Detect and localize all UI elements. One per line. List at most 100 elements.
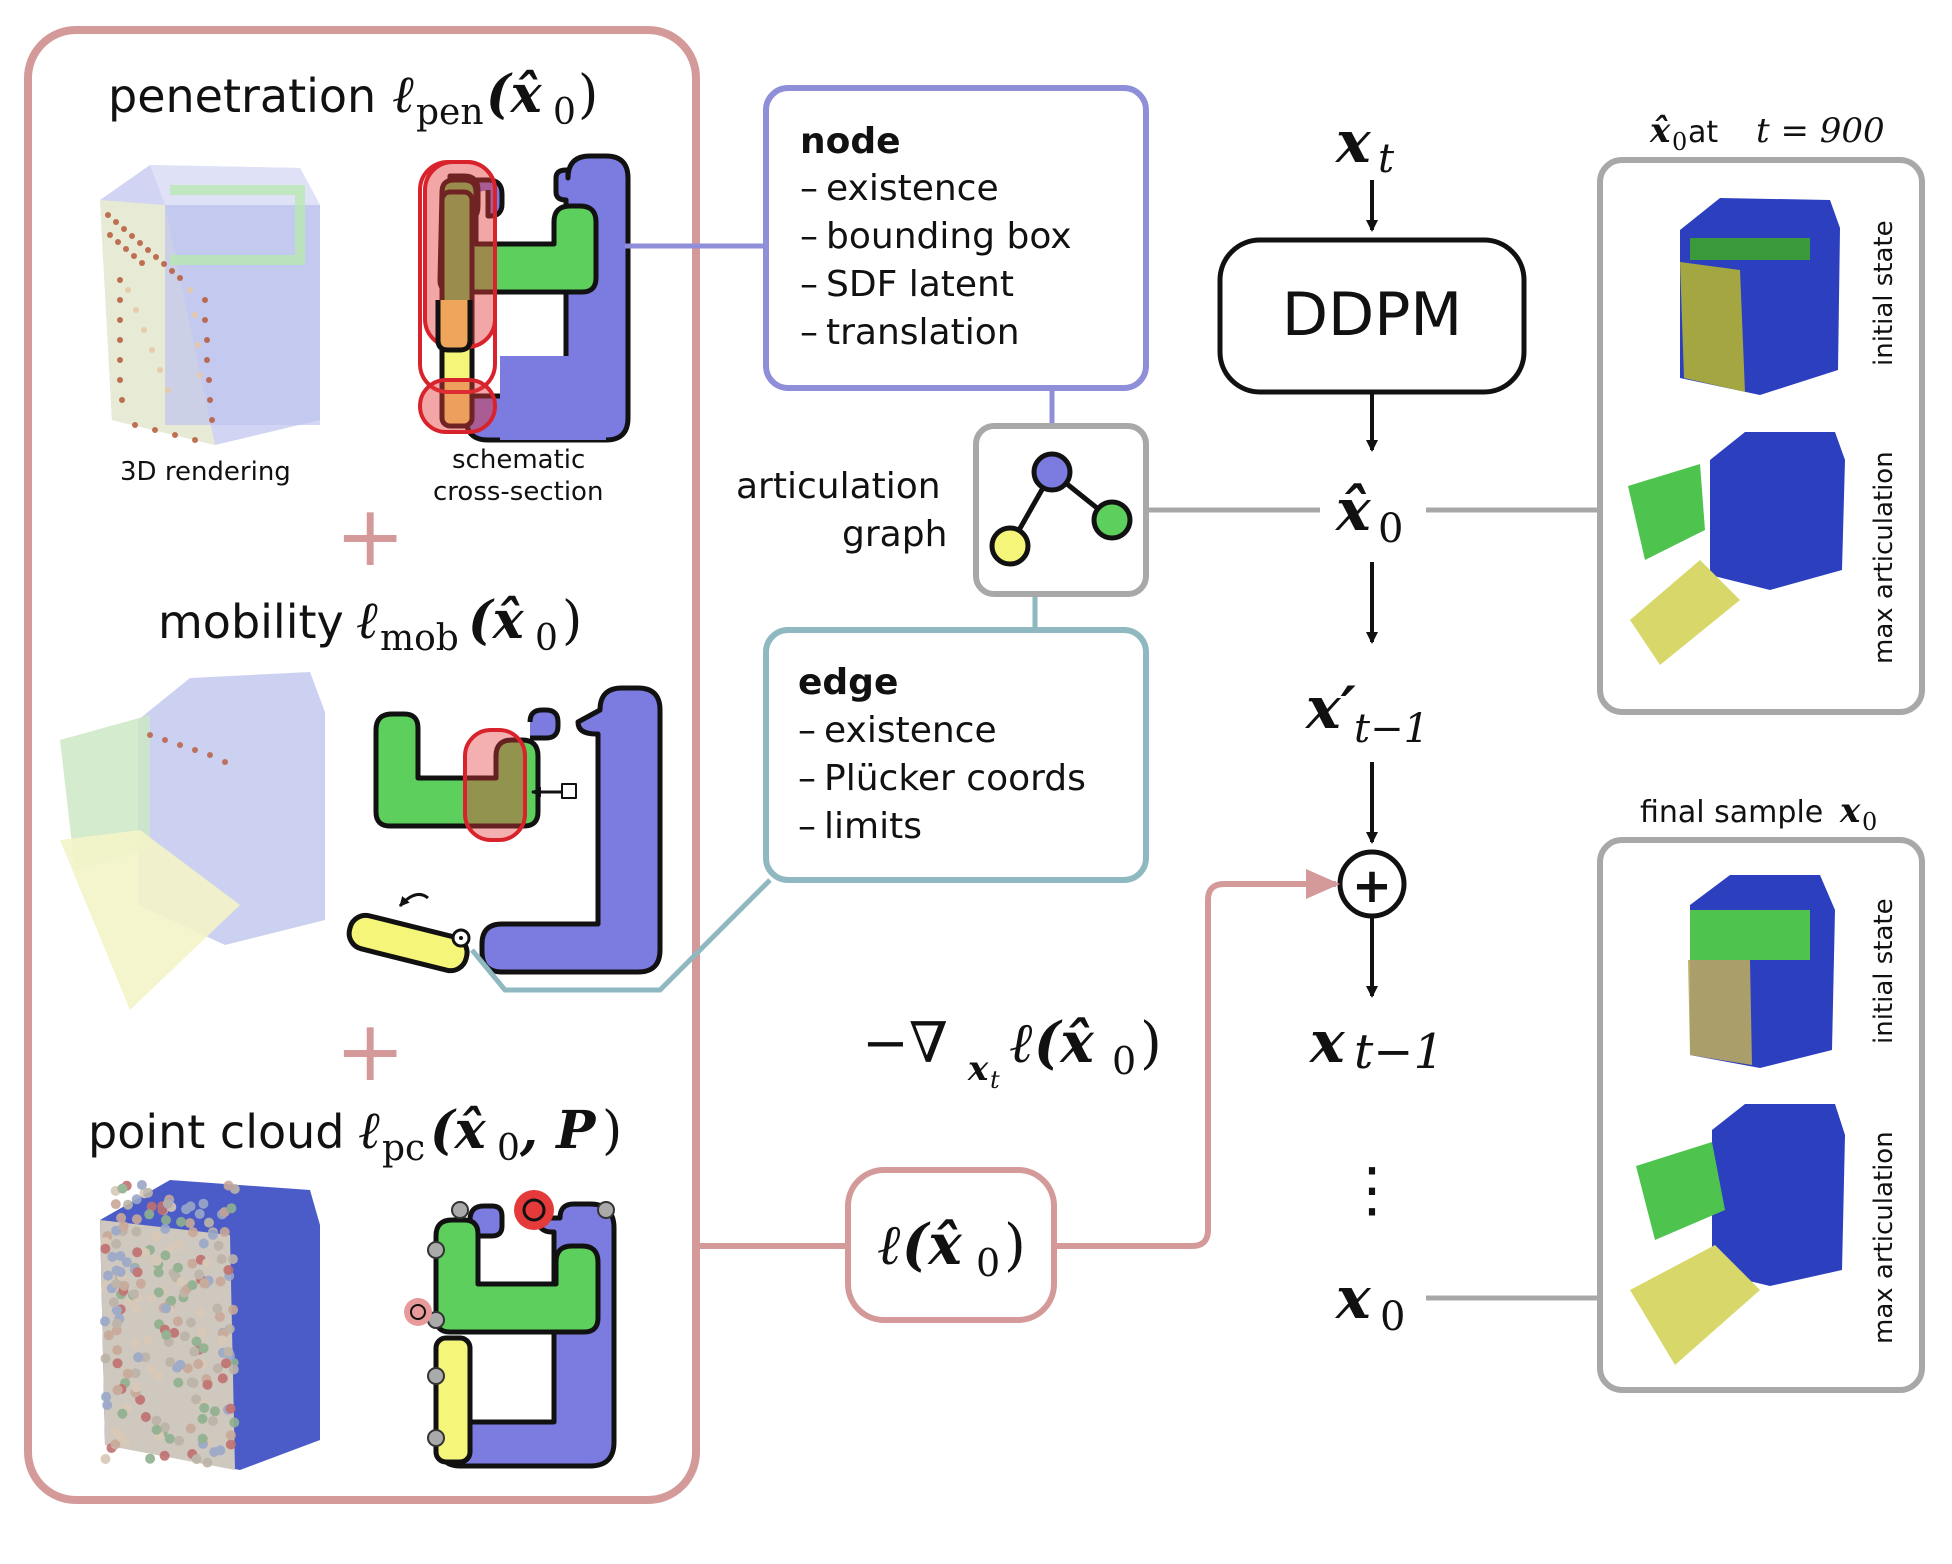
svg-text:ℓ: ℓ — [356, 591, 378, 651]
svg-text:0: 0 — [1378, 506, 1403, 552]
svg-text:3D rendering: 3D rendering — [120, 457, 291, 487]
results-bottom-title: final sample x 0 — [1640, 791, 1877, 836]
edge-item-dash: – — [798, 758, 816, 799]
point-cloud-dot — [146, 1364, 157, 1375]
point-cloud-dot — [196, 1327, 207, 1338]
svg-text:t: t — [1378, 136, 1395, 182]
point-cloud-dot — [132, 1267, 143, 1278]
point-cloud-dot — [160, 1223, 171, 1234]
point-cloud-dot — [227, 1254, 238, 1265]
point-cloud-dot — [100, 1353, 111, 1364]
point-cloud-dot — [196, 1307, 207, 1318]
point-cloud-dot — [140, 1352, 151, 1363]
plus-sign-2: + — [335, 1002, 405, 1100]
svg-text:0: 0 — [976, 1241, 1000, 1285]
point-cloud-dot — [188, 1227, 198, 1238]
point-cloud-dot — [131, 1382, 142, 1393]
point-cloud-dot — [182, 1363, 193, 1374]
svg-text:): ) — [602, 1101, 622, 1161]
point-cloud-dot — [187, 1258, 198, 1269]
gradient-label: −∇ x t ℓ(x̂ 0 ) — [862, 1010, 1162, 1094]
point-cloud-dot — [223, 1346, 234, 1357]
point-cloud-dot — [135, 1394, 146, 1405]
svg-text:): ) — [1140, 1011, 1162, 1076]
point-cloud-dot — [198, 1238, 209, 1249]
point-cloud-dot — [111, 1238, 122, 1249]
point-cloud-dot — [116, 1212, 127, 1223]
render-top-initial — [1680, 198, 1840, 395]
loss-to-sum-arrow — [1054, 869, 1340, 1249]
label-initial-state-top: initial state — [1869, 220, 1899, 366]
svg-text:0: 0 — [535, 618, 558, 659]
point-cloud-dot — [151, 1424, 162, 1435]
point-cloud-dot — [153, 1267, 164, 1278]
point-cloud-dot — [122, 1368, 133, 1379]
svg-text:x: x — [1334, 108, 1372, 176]
point-cloud-dot — [121, 1257, 132, 1268]
point-cloud-dot — [117, 1408, 128, 1419]
point-cloud-dot — [131, 1226, 142, 1237]
svg-text:ℓ(x̂: ℓ(x̂ — [878, 1212, 962, 1278]
point-cloud-dot — [198, 1343, 209, 1354]
point-cloud-dot — [129, 1289, 139, 1300]
point-cloud-dot — [146, 1293, 157, 1304]
svg-text:x: x — [1308, 1008, 1346, 1076]
svg-text:at: at — [1688, 115, 1718, 150]
node-box — [763, 85, 1149, 391]
point-cloud-dot — [202, 1379, 213, 1390]
point-cloud-dot — [143, 1187, 153, 1198]
svg-text:pc: pc — [382, 1128, 425, 1169]
svg-text:x: x — [1839, 791, 1861, 831]
node-item-dash: – — [800, 312, 818, 353]
sum-node: + — [1337, 849, 1407, 919]
point-cloud-dot — [191, 1394, 202, 1405]
svg-text:cross-section: cross-section — [433, 477, 603, 507]
point-cloud-dot — [136, 1180, 147, 1190]
svg-text:(x̂: (x̂ — [468, 590, 525, 651]
point-cloud-dot — [115, 1251, 126, 1261]
point-cloud-dot — [150, 1231, 161, 1242]
point-cloud-dot — [184, 1218, 195, 1229]
node-item: bounding box — [826, 216, 1072, 257]
edge-box-items: – existence – Plücker coords – limits — [798, 710, 1086, 847]
svg-text:0: 0 — [1862, 808, 1877, 836]
point-cloud-dot — [207, 1229, 218, 1240]
point-cloud-dot — [199, 1278, 210, 1289]
point-cloud-dot — [112, 1345, 123, 1356]
point-cloud-dot — [185, 1317, 196, 1328]
pipeline-dots: ⋮ — [1342, 1155, 1402, 1225]
point-cloud-dot — [100, 1243, 111, 1254]
point-cloud-dot — [151, 1255, 162, 1266]
node-item-dash: – — [800, 264, 818, 305]
render-bottom-initial — [1688, 875, 1835, 1068]
point-cloud-dot — [228, 1304, 239, 1315]
point-cloud-dot — [151, 1415, 162, 1426]
point-cloud-dot — [215, 1276, 226, 1287]
point-cloud-dot — [187, 1280, 198, 1291]
point-cloud-dot — [131, 1214, 142, 1225]
point-cloud-dot — [164, 1433, 175, 1444]
point-cloud-dot — [140, 1248, 151, 1258]
point-cloud-dot — [202, 1258, 213, 1269]
point-cloud-dot — [223, 1265, 234, 1275]
svg-text:x′: x′ — [1304, 674, 1356, 742]
point-cloud-dot — [145, 1453, 156, 1464]
edge-item-dash: – — [798, 710, 816, 751]
svg-text:point cloud: point cloud — [88, 1105, 345, 1159]
point-cloud-dot — [161, 1303, 171, 1314]
point-cloud-dot — [130, 1368, 141, 1379]
point-cloud-dot — [181, 1204, 192, 1215]
point-cloud-dot — [165, 1357, 176, 1368]
point-cloud-dot — [132, 1247, 143, 1258]
point-cloud-dot — [213, 1240, 224, 1251]
pipeline-xt: x t — [1334, 108, 1395, 182]
point-cloud-dot — [197, 1433, 208, 1444]
point-cloud-3d-rendering — [100, 1180, 320, 1470]
articulation-label-1: articulation — [736, 466, 941, 507]
render-bottom-max — [1630, 1104, 1845, 1365]
point-cloud-dot — [176, 1276, 187, 1287]
point-cloud-dot — [115, 1267, 126, 1277]
plus-sign-1: + — [335, 487, 405, 585]
svg-text:−∇: −∇ — [862, 1011, 948, 1076]
